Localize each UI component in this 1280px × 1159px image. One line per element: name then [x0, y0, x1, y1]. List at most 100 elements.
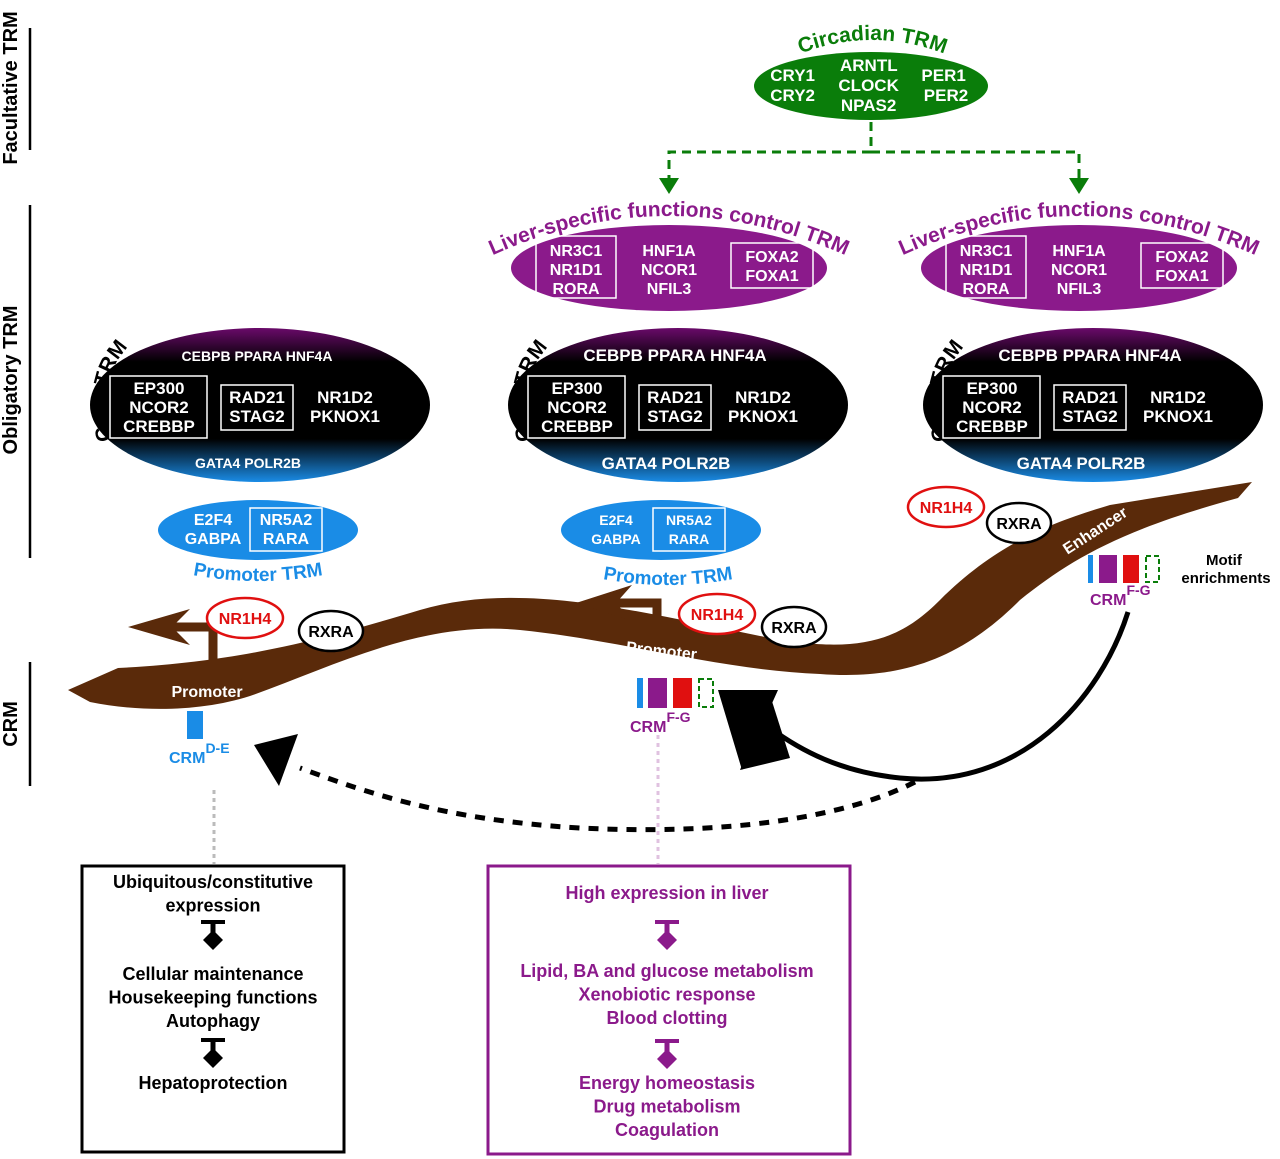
core-trm-ellipse	[508, 328, 848, 482]
svg-text:CRM: CRM	[0, 701, 22, 747]
nr1h4-label: NR1H4	[219, 611, 272, 628]
svg-text:CRMD-E: CRMD-E	[169, 740, 230, 767]
circadian-arrows	[667, 122, 1081, 178]
gene-label: NR1D2	[317, 388, 373, 407]
promoter-trm-title: Promoter TRM	[602, 563, 734, 590]
core-bottom-genes: GATA4 POLR2B	[195, 455, 301, 471]
core-top-genes: CEBPB PPARA HNF4A	[182, 348, 333, 364]
side-label-facultative: Facultative TRM	[0, 11, 32, 165]
gene-label: NFIL3	[1057, 281, 1102, 298]
rxra-label: RXRA	[771, 620, 817, 637]
gene-label: HNF1A	[642, 243, 696, 260]
promoter-arrow-2	[576, 585, 662, 638]
gene-label: NR1D1	[550, 262, 603, 279]
svg-text:Facultative TRM: Facultative TRM	[0, 11, 22, 164]
gene-label: FOXA1	[1155, 268, 1208, 285]
crm-fg-enhancer: CRMF-G	[1088, 555, 1160, 609]
gene-label: RAD21	[229, 388, 285, 407]
arrowhead-black-2	[718, 690, 778, 770]
liver-trm-ellipse	[511, 225, 827, 311]
gene-label: NCOR1	[641, 262, 697, 279]
gene-label: GABPA	[591, 531, 641, 547]
gene-label: NR3C1	[550, 243, 603, 260]
dashed-loop-arrow	[299, 765, 917, 833]
gene-label: STAG2	[647, 407, 702, 426]
core-trm-ellipse	[90, 328, 430, 482]
svg-text:CRMF-G: CRMF-G	[630, 709, 691, 736]
gene-label: RORA	[962, 281, 1010, 298]
gene-label: RAD21	[647, 388, 703, 407]
gene-label: FOXA2	[1155, 249, 1208, 266]
liver-trm-ellipse	[921, 225, 1237, 311]
gene-label: FOXA2	[745, 249, 798, 266]
nr1h4-label: NR1H4	[691, 607, 744, 624]
core-top-genes: CEBPB PPARA HNF4A	[583, 346, 766, 365]
arrowhead-green	[1069, 178, 1089, 194]
gene-label: NR1D2	[1150, 388, 1206, 407]
gene-label: GABPA	[185, 531, 242, 548]
promoter-trm-ellipse	[158, 500, 358, 560]
dna-strand	[68, 482, 1252, 709]
enhancer-loop-arrow	[768, 611, 1131, 782]
gene-label: NCOR2	[129, 398, 189, 417]
gene-label: CREBBP	[956, 417, 1028, 436]
gene-label: EP300	[966, 379, 1017, 398]
gene-label: CREBBP	[541, 417, 613, 436]
promoter-label-1: Promoter	[171, 684, 242, 701]
svg-text:CRY1 CRY2 ARNTL: CRY1 CRY2 ARNTL CLOCK NPAS2 PER1 PER2	[770, 56, 970, 115]
gene-label: NR5A2	[666, 512, 712, 528]
liver-trm-1: Liver-specific functions control TRMNR3C…	[485, 198, 853, 311]
gene-label: NCOR2	[962, 398, 1022, 417]
gene-label: NFIL3	[647, 281, 692, 298]
gene-label: NR3C1	[960, 243, 1013, 260]
core-top-genes: CEBPB PPARA HNF4A	[998, 346, 1181, 365]
flow-arrow-icon	[655, 920, 679, 950]
gene-label: E2F4	[599, 512, 633, 528]
gene-label: PKNOX1	[310, 407, 380, 426]
svg-text:Obligatory TRM: Obligatory TRM	[0, 306, 22, 455]
motif-enrichments-label: Motif enrichments	[1181, 552, 1270, 587]
gene-label: HNF1A	[1052, 243, 1106, 260]
flow-arrow-icon	[201, 920, 225, 950]
liver-trm-2: Liver-specific functions control TRMNR3C…	[895, 198, 1263, 311]
gene-label: RARA	[263, 531, 310, 548]
core-bottom-genes: GATA4 POLR2B	[602, 454, 731, 473]
gene-label: STAG2	[229, 407, 284, 426]
core-bottom-genes: GATA4 POLR2B	[1017, 454, 1146, 473]
core-trm-ellipse	[923, 328, 1263, 482]
gene-label: RARA	[669, 531, 709, 547]
gene-label: NCOR2	[547, 398, 607, 417]
svg-text:CRMF-G: CRMF-G	[1090, 582, 1151, 609]
promoter-trm-title: Promoter TRM	[192, 559, 324, 586]
flow-arrow-icon	[201, 1038, 225, 1068]
arrowhead-green	[659, 178, 679, 194]
gene-label: EP300	[551, 379, 602, 398]
promoter-trm-ellipse	[561, 500, 761, 560]
crm-fg-promoter: CRMF-G	[630, 678, 714, 736]
gene-label: NR1D1	[960, 262, 1013, 279]
gene-label: E2F4	[194, 512, 232, 529]
rxra-label: RXRA	[308, 624, 354, 641]
gene-label: FOXA1	[745, 268, 798, 285]
gene-label: RORA	[552, 281, 600, 298]
gene-label: RAD21	[1062, 388, 1118, 407]
nr1h4-label: NR1H4	[920, 500, 973, 517]
side-label-obligatory: Obligatory TRM	[0, 205, 32, 558]
gene-label: STAG2	[1062, 407, 1117, 426]
arrowhead-black	[740, 695, 790, 770]
flow-arrow-icon	[655, 1039, 679, 1069]
crm-de: CRMD-E	[169, 711, 230, 767]
gene-label: NR1D2	[735, 388, 791, 407]
gene-label: NR5A2	[260, 512, 313, 529]
gene-label: NCOR1	[1051, 262, 1107, 279]
